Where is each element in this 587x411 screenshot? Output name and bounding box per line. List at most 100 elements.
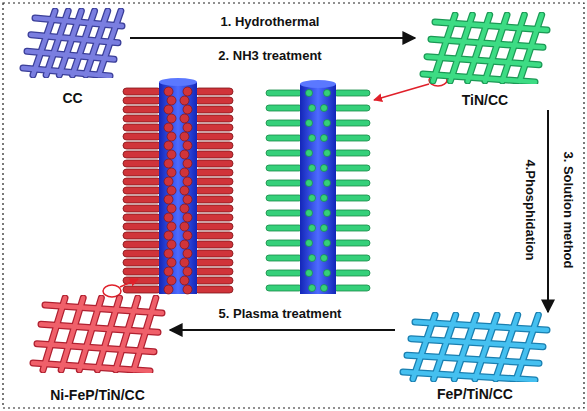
sample-label: Ni-FeP/TiN/CC (50, 388, 145, 403)
nanorod (266, 105, 302, 111)
nanorod (123, 142, 161, 149)
cloth-strand (407, 355, 539, 363)
nanorod (334, 120, 370, 126)
nanorod (123, 232, 161, 239)
nanorod-end (180, 204, 189, 213)
nanorod-end (180, 132, 189, 141)
sample-label: CC (62, 91, 82, 106)
nanorod (195, 160, 233, 167)
step-label: 2. NH3 treatment (216, 49, 323, 63)
nanorod (334, 225, 370, 231)
nanorod-end (167, 132, 176, 141)
nanorod (266, 255, 302, 261)
carbon-cloth-mesh (395, 312, 555, 382)
nanorod-end (309, 285, 316, 292)
nanorod (334, 135, 370, 141)
cloth-node: FeP/TiN/CC (395, 312, 555, 404)
green-nanorod-array (266, 80, 370, 294)
nanorod (195, 133, 233, 140)
nanorod (195, 277, 233, 284)
nanorod-end (324, 90, 331, 97)
nanorod-end (167, 186, 176, 195)
nanorod-end (167, 204, 176, 213)
cloth-strand (61, 298, 83, 370)
cloth-strand (134, 298, 156, 370)
nanorod (266, 240, 302, 246)
nanorod-end (183, 213, 192, 222)
nanorod-end (324, 240, 331, 247)
nanorod (334, 150, 370, 156)
step-label: 5. Plasma treatment (217, 307, 344, 321)
nanorod-end (324, 150, 331, 157)
cloth-strand (427, 57, 539, 65)
nanorod-end (321, 135, 328, 142)
nanorod-end (164, 141, 173, 150)
nanorod-end (306, 120, 313, 127)
nanorod (195, 88, 233, 95)
fiber-top (159, 78, 197, 86)
nanorod-end (324, 180, 331, 187)
nanorod (123, 259, 161, 266)
zoom-leader (120, 279, 138, 287)
nanorod-end (167, 168, 176, 177)
nanorod-end (306, 210, 313, 217)
cloth-strand (516, 315, 538, 379)
nanorod-end (321, 225, 328, 232)
dotted-frame (3, 3, 584, 408)
nanorod (195, 232, 233, 239)
nanorod-end (167, 150, 176, 159)
nanorod-end (164, 177, 173, 186)
nanorod-end (183, 249, 192, 258)
nanorod-end (164, 159, 173, 168)
nanorod (334, 210, 370, 216)
nanorod (195, 106, 233, 113)
cloth-strand (43, 298, 65, 370)
nanorod (334, 105, 370, 111)
nanorod-end (183, 285, 192, 294)
step-label: 4.Phosphidation (523, 157, 537, 262)
nanorod (195, 241, 233, 248)
nanorod (266, 120, 302, 126)
nanorod (123, 178, 161, 185)
nanorod (123, 169, 161, 176)
nanorod-end (309, 135, 316, 142)
nanorod-end (309, 225, 316, 232)
carbon-cloth-mesh (415, 12, 555, 84)
nanorod-end (309, 105, 316, 112)
nanorod (195, 178, 233, 185)
nanorod (123, 214, 161, 221)
nanorod-end (164, 267, 173, 276)
nanorod (123, 250, 161, 257)
nanorod (266, 90, 302, 96)
nanorod-end (183, 267, 192, 276)
nanorod-end (164, 87, 173, 96)
nanorod-end (167, 258, 176, 267)
nanorod-end (180, 114, 189, 123)
nanorod (123, 106, 161, 113)
red-nanorod-array (123, 78, 233, 294)
nanorod (195, 214, 233, 221)
nanorod-end (164, 213, 173, 222)
nanorod (123, 286, 161, 293)
nanorod (266, 195, 302, 201)
nanorod (266, 180, 302, 186)
nanorod (266, 225, 302, 231)
nanorod (266, 150, 302, 156)
nanorod (266, 270, 302, 276)
cloth-strand (37, 344, 154, 352)
process-arrow (170, 329, 395, 331)
nanorod-end (306, 240, 313, 247)
nanorod-end (324, 210, 331, 217)
nanorod-end (324, 120, 331, 127)
nanorod (123, 196, 161, 203)
nanorod-end (306, 270, 313, 277)
nanorod (123, 97, 161, 104)
nanorod-end (167, 276, 176, 285)
cloth-strand (496, 315, 518, 379)
nanorod (123, 133, 161, 140)
nanorod-end (321, 105, 328, 112)
cloth-strand (79, 298, 101, 370)
cloth-strand (411, 339, 543, 347)
nanorod-end (183, 159, 192, 168)
nanorod (266, 210, 302, 216)
